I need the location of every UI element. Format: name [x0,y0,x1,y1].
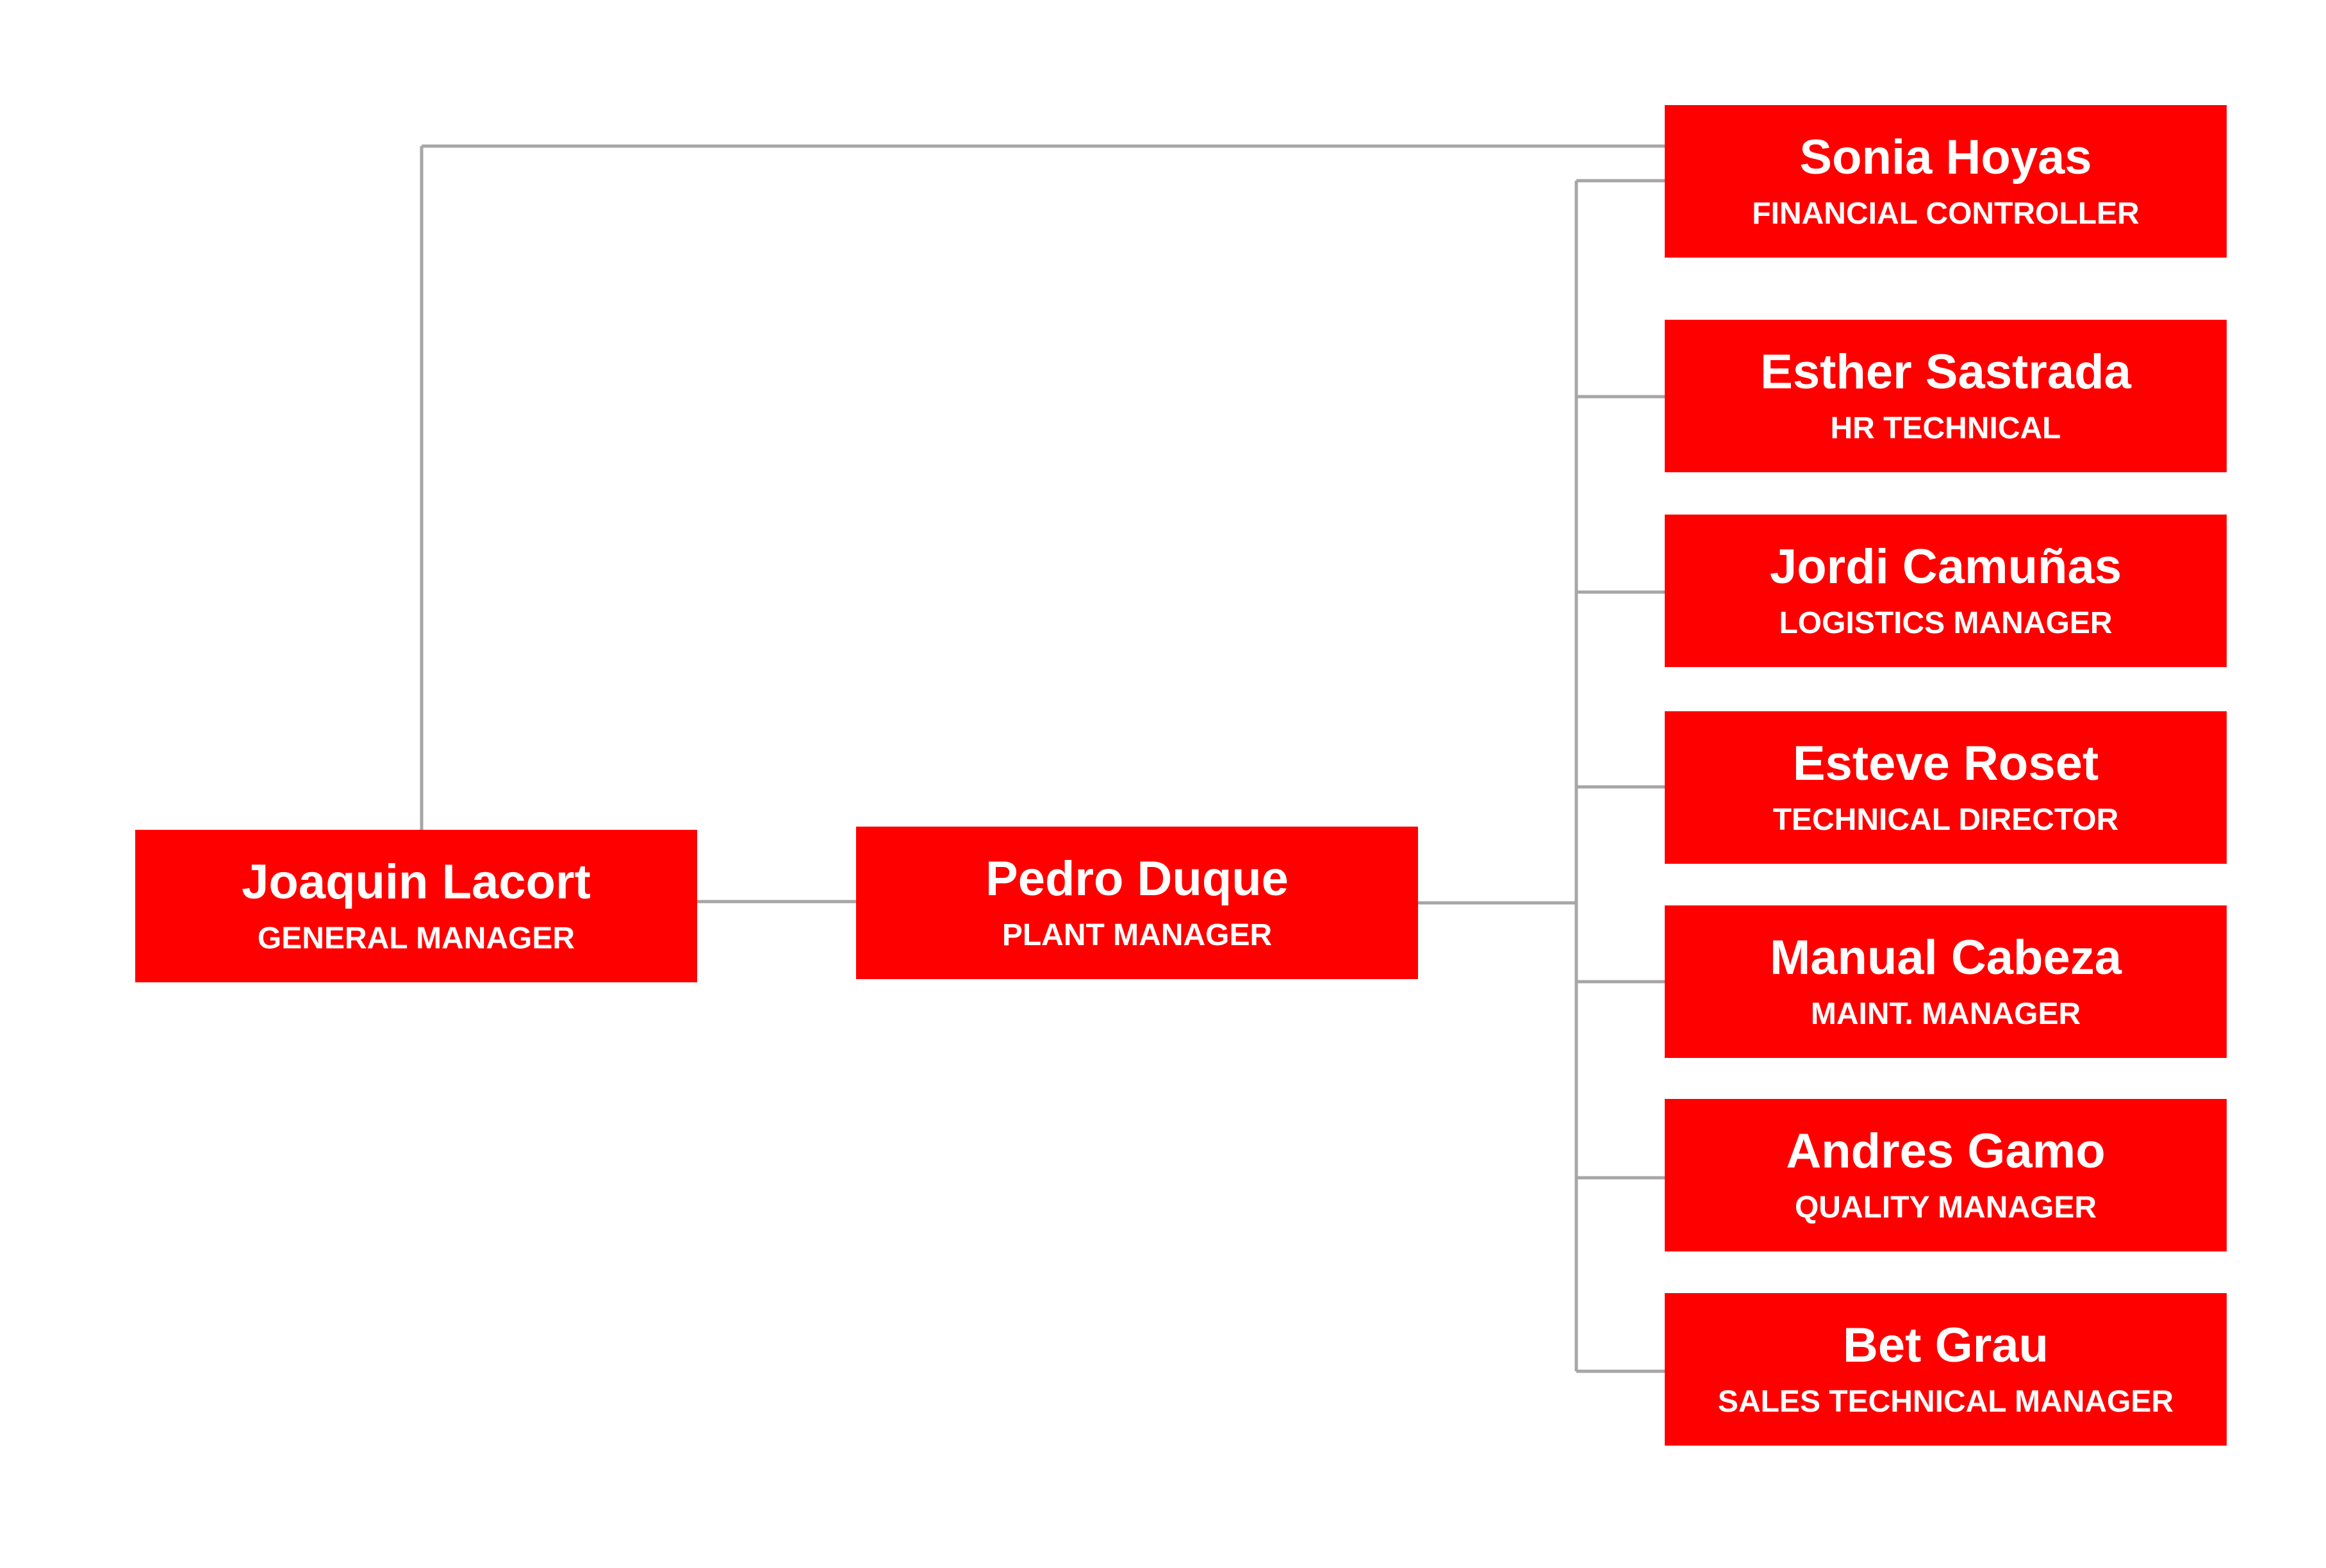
node-name: Jordi Camuñas [1769,540,2122,594]
node-role: HR TECHNICAL [1830,411,2061,445]
node-name: Pedro Duque [986,852,1289,906]
node-role: PLANT MANAGER [1002,918,1273,952]
node-name: Bet Grau [1843,1318,2049,1373]
node-name: Esteve Roset [1792,736,2099,791]
node-general-manager: Joaquin Lacort GENERAL MANAGER [135,830,697,982]
node-sales-technical-manager: Bet Grau SALES TECHNICAL MANAGER [1665,1293,2227,1446]
node-role: FINANCIAL CONTROLLER [1752,197,2140,231]
node-name: Joaquin Lacort [242,855,591,909]
node-technical-director: Esteve Roset TECHNICAL DIRECTOR [1665,711,2227,864]
node-name: Andres Gamo [1786,1124,2106,1178]
node-financial-controller: Sonia Hoyas FINANCIAL CONTROLLER [1665,105,2227,258]
node-role: TECHNICAL DIRECTOR [1772,803,2119,837]
node-role: LOGISTICS MANAGER [1779,606,2113,640]
node-name: Manual Cabeza [1769,930,2122,985]
node-name: Esther Sastrada [1760,345,2131,399]
node-quality-manager: Andres Gamo QUALITY MANAGER [1665,1099,2227,1251]
node-role: QUALITY MANAGER [1794,1191,2097,1225]
node-role: GENERAL MANAGER [257,921,575,955]
node-plant-manager: Pedro Duque PLANT MANAGER [856,827,1418,979]
node-logistics-manager: Jordi Camuñas LOGISTICS MANAGER [1665,515,2227,667]
node-role: MAINT. MANAGER [1810,997,2081,1031]
node-name: Sonia Hoyas [1799,130,2092,185]
node-hr-technical: Esther Sastrada HR TECHNICAL [1665,320,2227,472]
node-maint-manager: Manual Cabeza MAINT. MANAGER [1665,905,2227,1058]
node-role: SALES TECHNICAL MANAGER [1717,1385,2174,1419]
